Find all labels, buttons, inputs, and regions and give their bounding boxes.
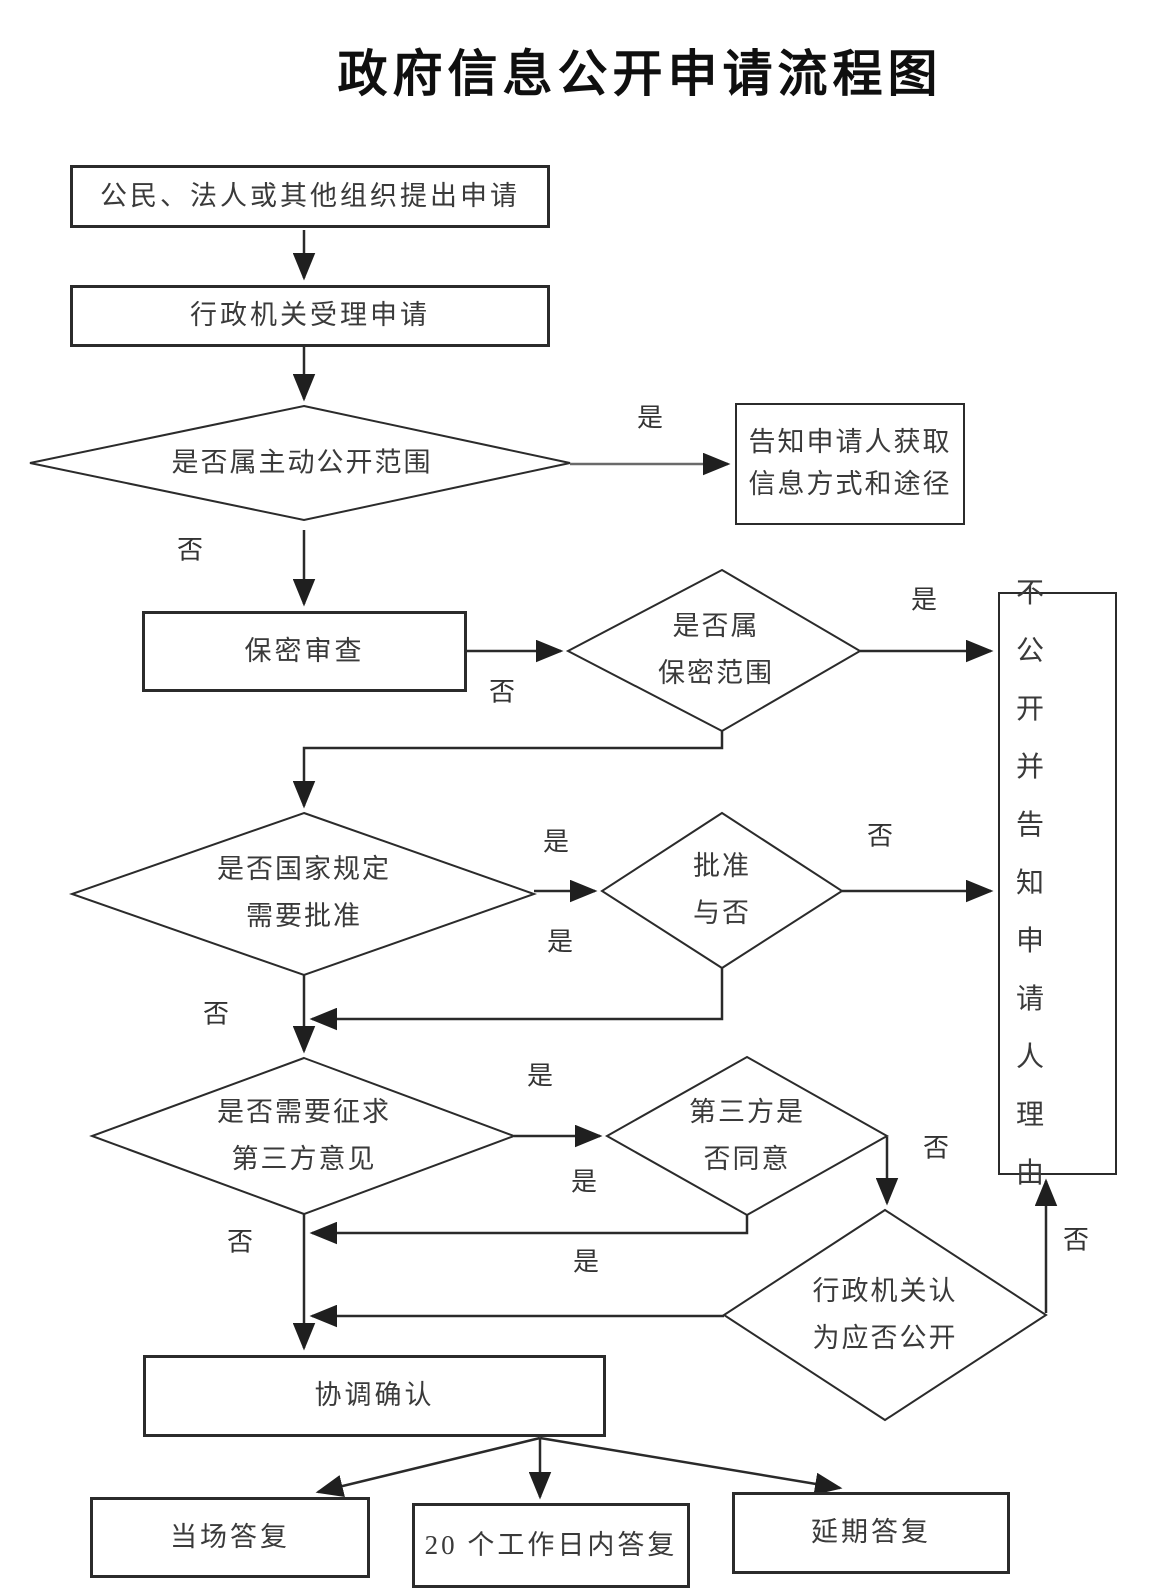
diamond-agency-opinion-shape	[722, 1208, 1048, 1422]
decision-third-party-agree: 第三方是 否同意	[689, 1096, 805, 1174]
edge-confirm-onsite	[315, 1436, 541, 1498]
node-start-label: 公民、法人或其他组织提出申请	[100, 180, 520, 211]
node-not-disclose-notify-reason: 不公 开并 告知 申请 人理 由	[998, 578, 1117, 1189]
edge-label-yes-d4-down: 是	[546, 927, 574, 957]
decision-third-party-consult: 是否需要征求 第三方意见	[217, 1096, 391, 1174]
node-reply-delayed: 延期答复	[732, 1492, 1010, 1574]
edge-label-no-d2-down: 否	[488, 677, 516, 707]
node-reply-20days-label: 20 个工作日内答复	[424, 1529, 678, 1560]
edge-label-yes-d7-left: 是	[572, 1247, 600, 1277]
edge-label-no-d4-right: 否	[866, 821, 894, 851]
node-coordination-confirm: 协调确认	[143, 1355, 606, 1437]
node-inform-label: 告知申请人获取 信息方式和途径	[748, 427, 952, 499]
decision-agency-should-disclose: 行政机关认 为应否公开	[812, 1275, 958, 1353]
edge-confirm-delayed	[539, 1436, 843, 1495]
edge-label-no-d7-up: 否	[1062, 1225, 1090, 1255]
node-accept-application: 行政机关受理申请	[70, 285, 550, 347]
edge-label-yes-d1-inform: 是	[636, 403, 664, 433]
edge-label-yes-d3-right: 是	[542, 827, 570, 857]
node-start: 公民、法人或其他组织提出申请	[70, 165, 550, 228]
decision-active-disclosure-scope: 是否属主动公开范围	[171, 447, 433, 478]
edge-d6-yes-merge	[309, 1215, 749, 1245]
edge-d2-no-d3	[292, 731, 724, 809]
edge-label-yes-d6-down: 是	[570, 1167, 598, 1197]
node-reply-20-working-days: 20 个工作日内答复	[412, 1503, 690, 1588]
node-secrecy-review-label: 保密审查	[244, 635, 365, 666]
decision-state-approval-required: 是否国家规定 需要批准	[217, 853, 391, 931]
edge-label-yes-d5-right: 是	[526, 1061, 554, 1091]
edge-label-no-d3-down: 否	[202, 999, 230, 1029]
node-not-disclose-label: 不公 开并 告知 申请 人理 由	[1016, 577, 1071, 1189]
edge-label-no-d1-down: 否	[176, 535, 204, 565]
edge-label-yes-d2-right: 是	[910, 585, 938, 615]
edge-label-no-d5-down: 否	[226, 1227, 254, 1257]
diamond-active-disclosure-shape	[29, 404, 571, 522]
node-reply-delayed-label: 延期答复	[811, 1517, 931, 1548]
decision-approved-or-not: 批准 与否	[693, 850, 751, 928]
node-secrecy-review: 保密审查	[142, 611, 467, 692]
node-reply-onsite-label: 当场答复	[170, 1521, 290, 1552]
page-title: 政府信息公开申请流程图	[337, 46, 943, 102]
decision-secrecy-scope: 是否属 保密范围	[658, 610, 774, 688]
node-reply-onsite: 当场答复	[90, 1497, 370, 1578]
node-accept-label: 行政机关受理申请	[190, 300, 430, 331]
edge-label-no-d6-right: 否	[922, 1133, 950, 1163]
node-inform-applicant: 告知申请人获取 信息方式和途径	[735, 403, 965, 525]
edge-d4-yes-merge	[309, 968, 724, 1031]
node-coordination-confirm-label: 协调确认	[314, 1380, 435, 1411]
